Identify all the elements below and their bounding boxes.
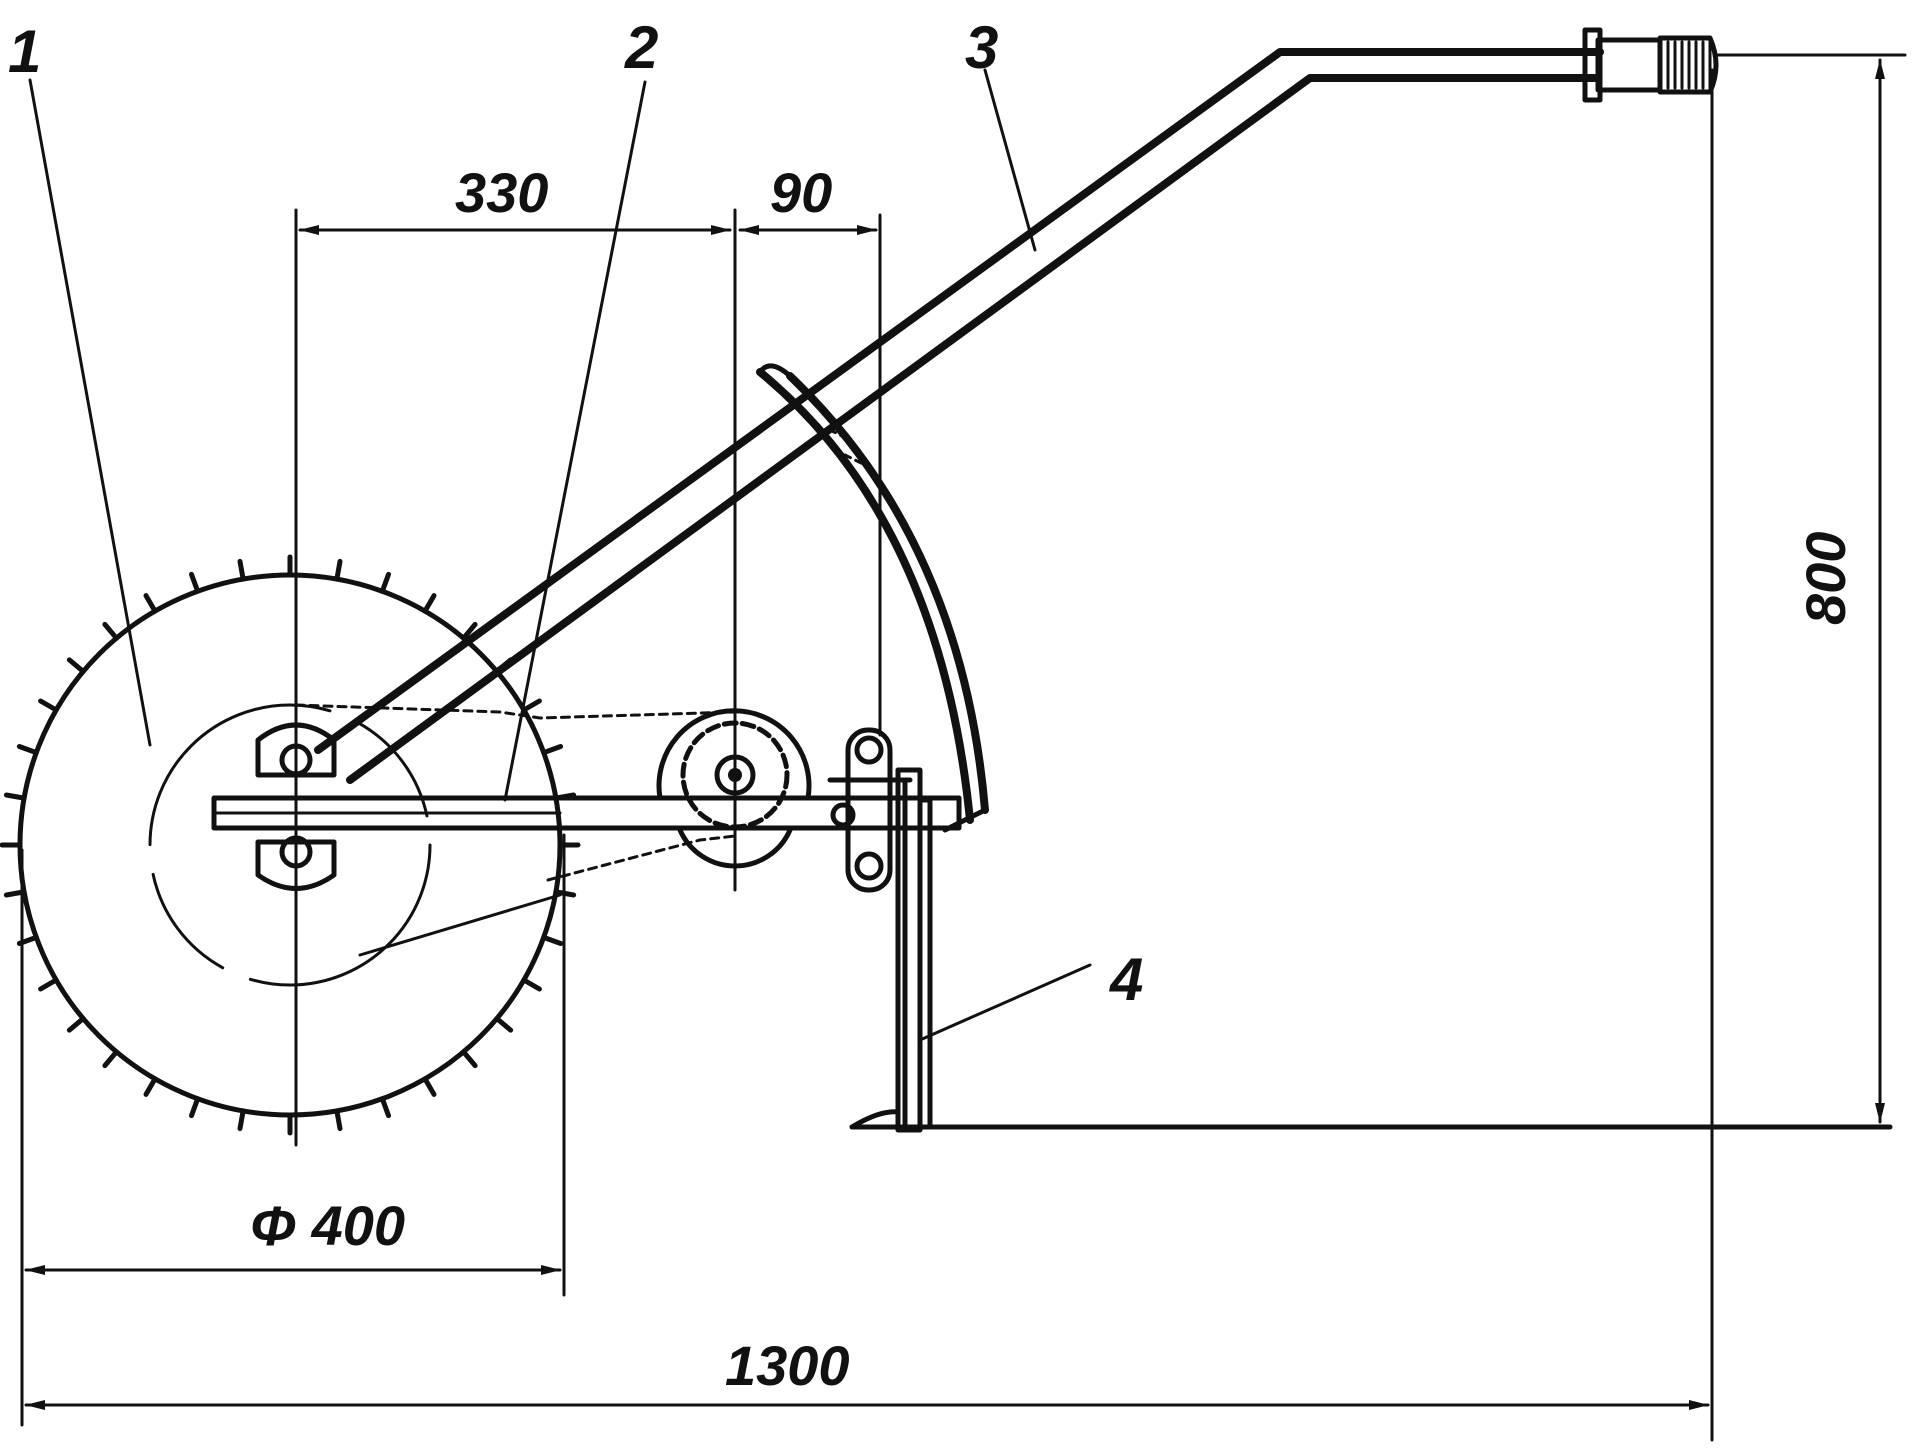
wheel-diameter-label: Φ 400 [250, 1194, 405, 1257]
wheel-lug [521, 977, 542, 992]
wheel-lug [541, 743, 564, 756]
wheel [0, 554, 581, 1136]
blade-stand [849, 767, 1893, 1133]
part-label-1: 1 [8, 18, 41, 85]
wheel-lug [237, 558, 246, 582]
wheel-lug [38, 977, 59, 992]
dimension-90-label: 90 [770, 161, 832, 224]
dimension-wheel-diameter: Φ 400 [20, 833, 566, 1427]
part-label-2: 2 [624, 14, 658, 81]
dimension-overall-length: 1300 [24, 68, 1714, 1442]
wheel-lug [334, 558, 343, 582]
wheel-lug [102, 1049, 119, 1069]
wheel-lug [143, 1076, 158, 1097]
axle-bracket-upper [255, 722, 337, 778]
grip-ribs [1666, 40, 1712, 90]
wheel-lug [422, 1076, 437, 1097]
wheel-lug [66, 1016, 86, 1033]
adjustment-arc [756, 363, 989, 833]
dimension-330: 330 [298, 161, 732, 235]
wheel-lug [541, 934, 564, 947]
wheel-lug [66, 657, 86, 674]
wheel-lug [422, 593, 437, 614]
dimension-height: 800 [1713, 53, 1907, 1124]
wheel-lug [237, 1108, 246, 1132]
dimension-330-label: 330 [455, 161, 548, 224]
wheel-lug [461, 621, 478, 641]
wheel-lug [16, 743, 39, 756]
wheel-lugs [0, 554, 581, 1136]
wheel-lug [143, 593, 158, 614]
axle-bracket-lower [255, 835, 337, 891]
wheel-lug [494, 1016, 514, 1033]
drive-chain [294, 703, 737, 957]
frame-bar [211, 795, 962, 831]
part-label-4: 4 [1109, 946, 1143, 1013]
height-label: 800 [1794, 532, 1857, 625]
wheel-lug [461, 1049, 478, 1069]
wheel-lug [188, 571, 201, 594]
wheel-lug [521, 698, 542, 713]
handle [314, 27, 1719, 784]
wheel-lug [379, 1096, 392, 1119]
wheel-lug [38, 698, 59, 713]
wheel-lug [334, 1108, 343, 1132]
wheel-lug [188, 1096, 201, 1119]
overall-length-label: 1300 [725, 1334, 850, 1397]
wheel-lug [3, 792, 27, 801]
dimension-90: 90 [738, 161, 878, 235]
wheel-lug [379, 571, 392, 594]
leader-lines [28, 68, 1092, 1042]
wheel-lug [102, 621, 119, 641]
part-label-3: 3 [965, 14, 998, 81]
